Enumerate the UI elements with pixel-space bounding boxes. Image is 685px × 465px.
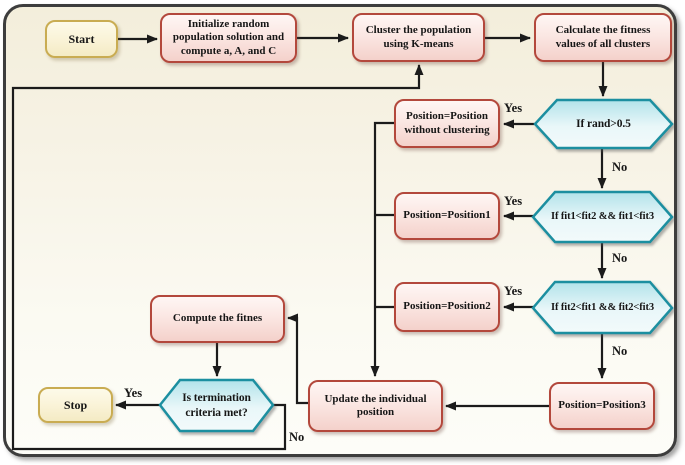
- decision-terminate: Is termination criteria met?: [160, 380, 273, 431]
- node-init-label: Initialize random population solution an…: [172, 17, 285, 57]
- node-calc-label: Calculate the fitness values of all clus…: [555, 24, 651, 50]
- node-position3-label: Position=Position3: [558, 399, 646, 412]
- node-compute-fitness-label: Compute the fitnes: [172, 312, 263, 325]
- edge-label-fit1-yes: Yes: [504, 194, 523, 208]
- decision-shapes: [158, 98, 674, 433]
- node-position2-label: Position=Position2: [403, 300, 491, 313]
- edge-label-rand-yes: Yes: [504, 101, 523, 115]
- node-position2: Position=Position2: [394, 282, 500, 332]
- decision-rand: If rand>0.5: [535, 100, 672, 148]
- node-compute-fitness: Compute the fitnes: [150, 295, 285, 343]
- node-position3: Position=Position3: [549, 382, 655, 430]
- edge-label-fit1-no: No: [612, 251, 628, 265]
- decision-rand-label: If rand>0.5: [576, 117, 631, 130]
- decision-fit2-shape: [531, 280, 674, 335]
- decision-fit2-label: If fit2<fit1 && fit2<fit3: [550, 301, 655, 313]
- decision-terminate-label: Is termination criteria met?: [182, 391, 251, 419]
- decision-fit1-label: If fit1<fit2 && fit1<fit3: [550, 211, 655, 223]
- node-position-no-clustering: Position=Position without clustering: [394, 99, 500, 148]
- edge-label-terminate-yes: Yes: [124, 386, 143, 400]
- node-cluster: Cluster the population using K-means: [352, 13, 485, 62]
- decision-fit2: If fit2<fit1 && fit2<fit3: [531, 282, 674, 333]
- decision-rand-shape: [533, 98, 674, 150]
- edge-terminate-no-loop: [11, 64, 424, 451]
- node-init: Initialize random population solution an…: [160, 13, 297, 63]
- node-position1-label: Position=Position1: [403, 209, 491, 222]
- node-update-position: Update the individual position: [308, 380, 443, 432]
- edge-label-fit2-no: No: [612, 344, 628, 358]
- edge-label-fit2-yes: Yes: [504, 284, 523, 298]
- node-cluster-label: Cluster the population using K-means: [365, 24, 472, 50]
- decision-fit1-shape: [531, 190, 674, 244]
- edge-update-compute: [287, 313, 308, 405]
- node-stop-label: Stop: [63, 397, 88, 412]
- node-start-label: Start: [68, 31, 95, 46]
- node-stop: Stop: [38, 387, 113, 423]
- edges: [11, 33, 608, 451]
- decision-terminate-shape: [158, 378, 275, 433]
- edge-merge-update: [370, 121, 394, 377]
- node-update-position-label: Update the individual position: [324, 392, 427, 418]
- decision-fit1: If fit1<fit2 && fit1<fit3: [531, 192, 674, 242]
- node-start: Start: [45, 20, 118, 58]
- node-calc: Calculate the fitness values of all clus…: [534, 13, 672, 62]
- edge-label-rand-no: No: [612, 160, 628, 174]
- node-position-no-clustering-label: Position=Position without clustering: [404, 110, 490, 136]
- node-position1: Position=Position1: [394, 192, 500, 240]
- edge-label-terminate-no: No: [289, 430, 305, 444]
